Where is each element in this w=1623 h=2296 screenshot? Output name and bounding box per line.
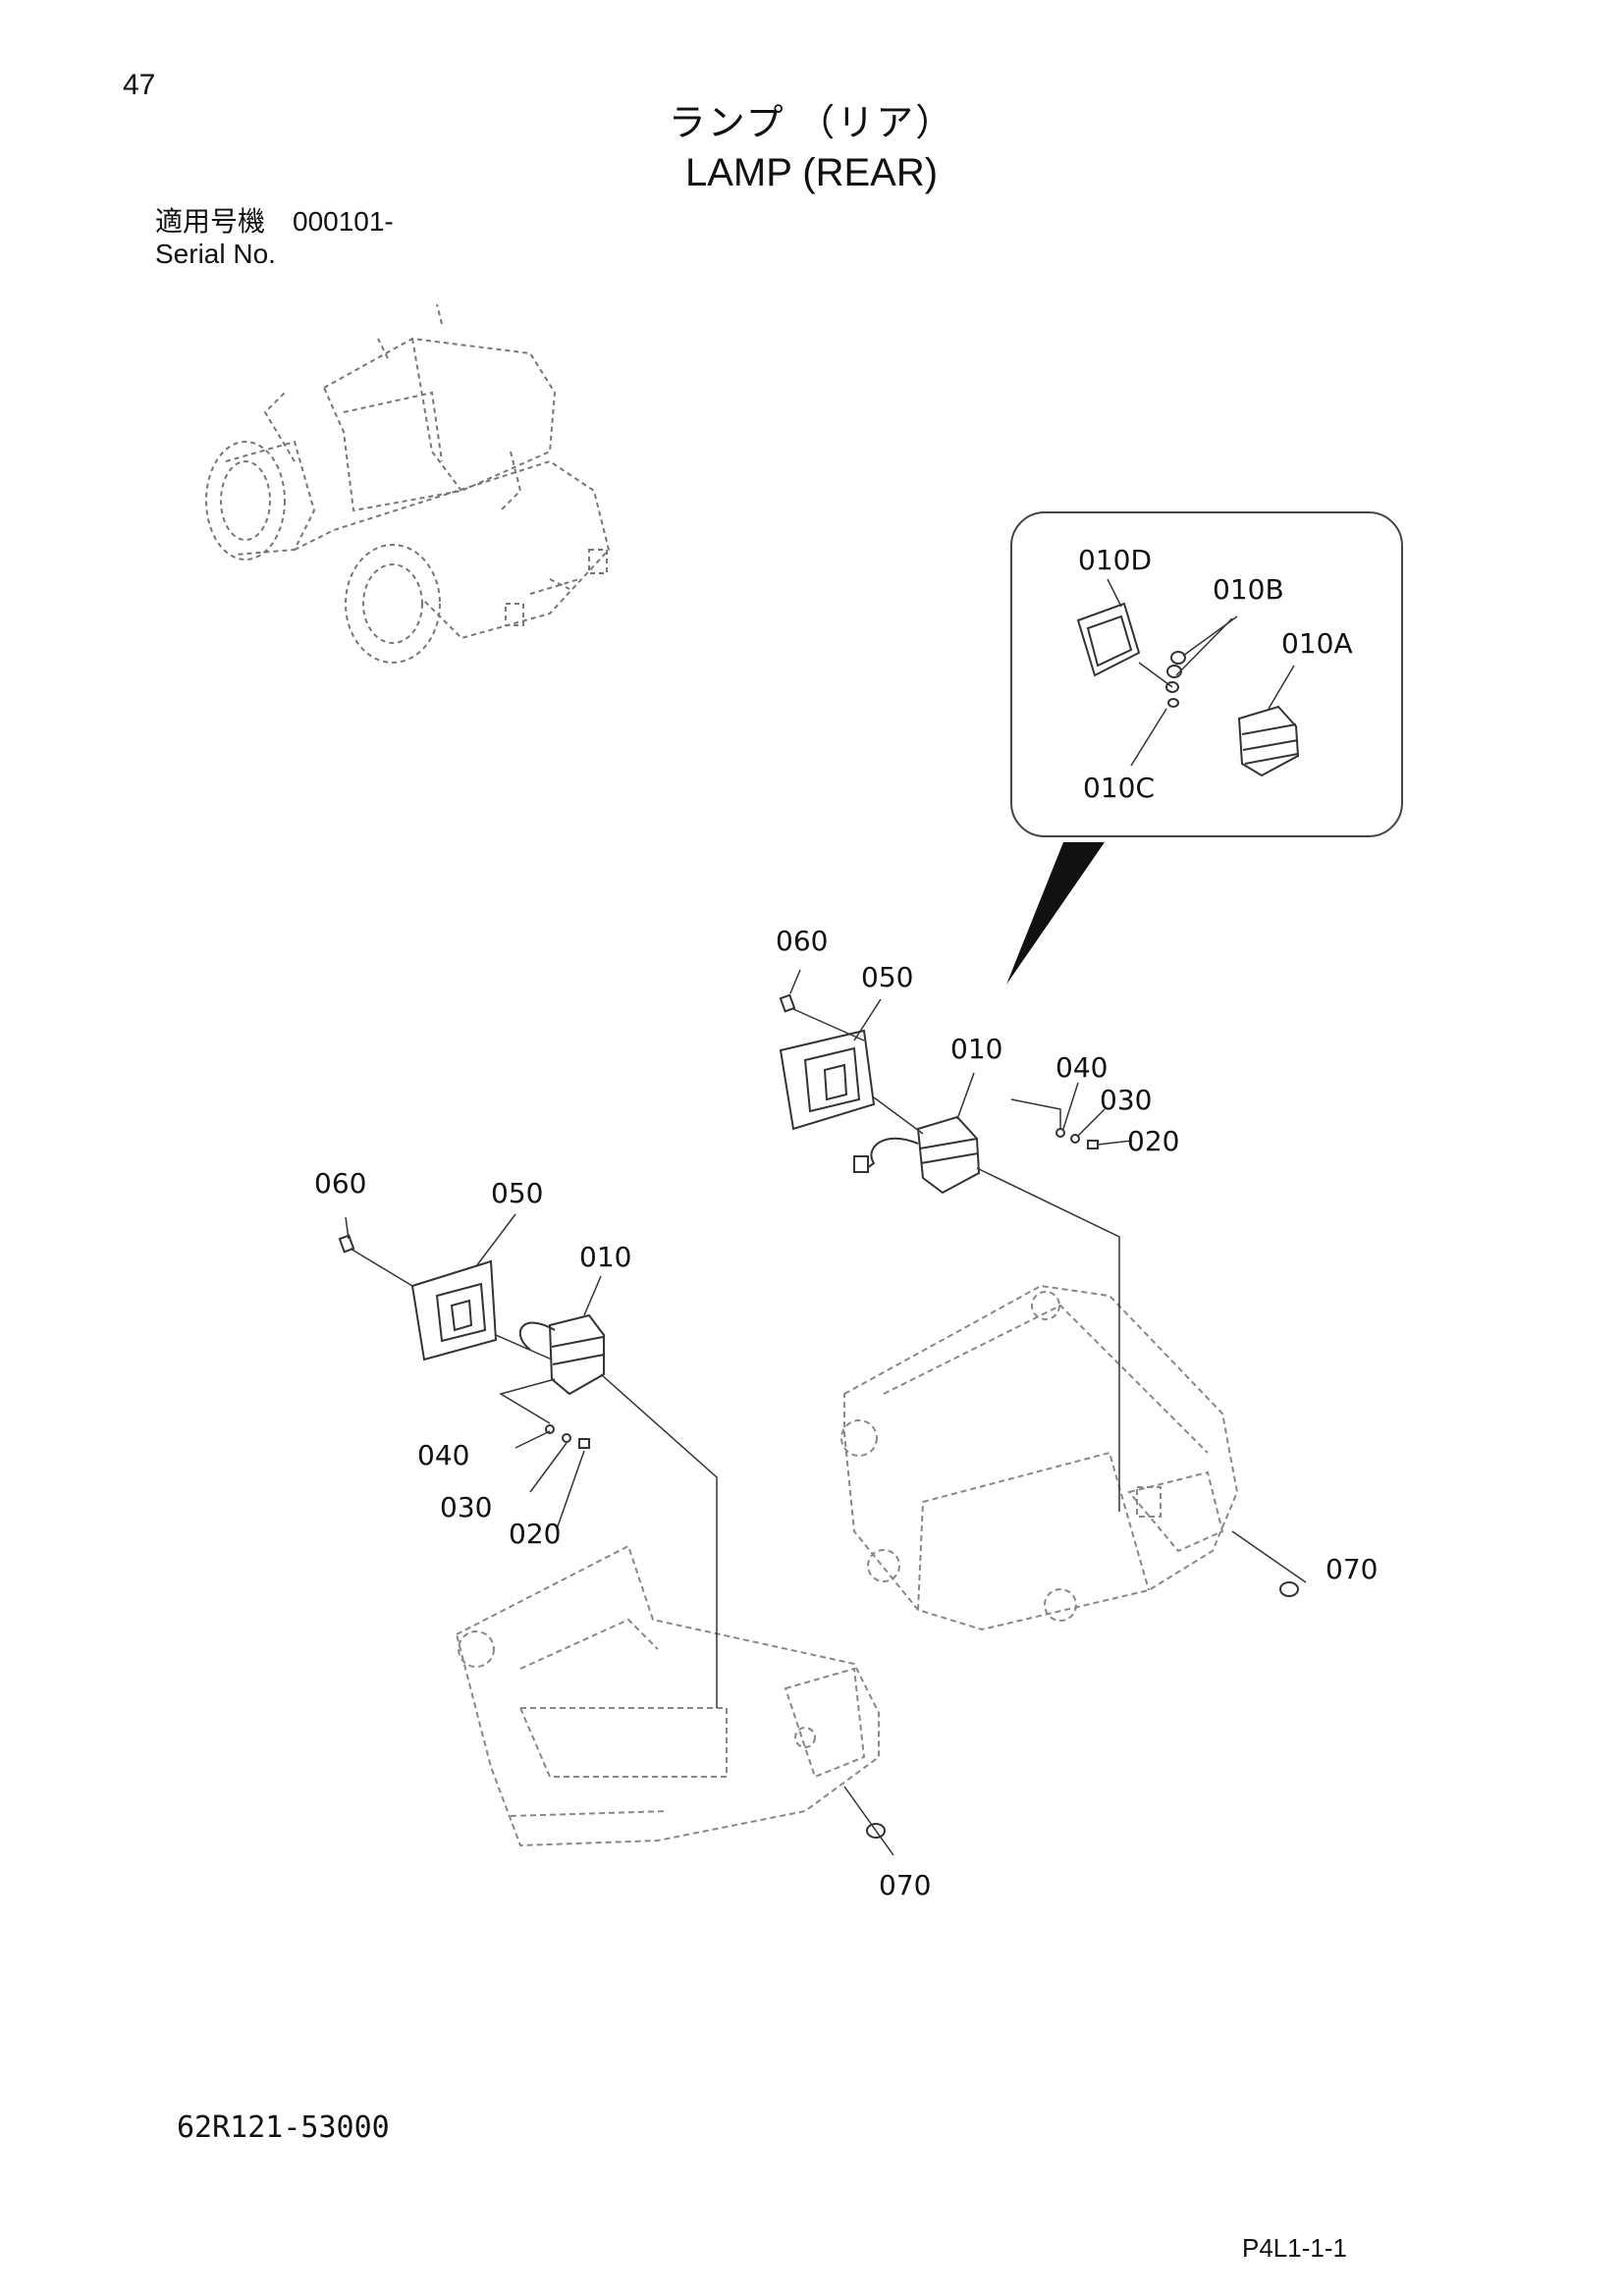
part-code: 62R121-53000 (177, 2110, 390, 2145)
machine-overview-illustration (205, 303, 611, 664)
page-title-japanese: ランプ （リア） (668, 103, 955, 144)
o-rings-070 (866, 1581, 1299, 1839)
label-left-020: 020 (509, 1518, 561, 1550)
label-010d: 010D (1078, 544, 1152, 576)
label-left-050: 050 (491, 1177, 543, 1209)
label-left-070: 070 (879, 1869, 931, 1901)
right-rear-frame (840, 1284, 1239, 1631)
label-right-040: 040 (1055, 1051, 1108, 1084)
lamp-body-010a (1237, 705, 1300, 777)
label-010a: 010A (1281, 627, 1353, 660)
page-number: 47 (123, 69, 156, 101)
label-left-010: 010 (579, 1241, 631, 1273)
serial-label-english: Serial No. (155, 239, 276, 269)
label-left-030: 030 (440, 1491, 492, 1523)
label-right-050: 050 (861, 961, 913, 993)
page-reference: P4L1-1-1 (1242, 2233, 1347, 2263)
label-right-070: 070 (1325, 1553, 1378, 1585)
right-lamp-assembly (779, 993, 1099, 1195)
label-left-060: 060 (314, 1167, 366, 1200)
inset-leader-lines (1107, 578, 1295, 767)
left-rear-frame (455, 1544, 880, 1847)
label-right-020: 020 (1127, 1125, 1179, 1157)
label-010b: 010B (1213, 573, 1284, 606)
serial-label-japanese: 適用号機 000101- (155, 206, 394, 237)
callout-labels: 010D 010B 010A 010C 060 050 010 040 030 … (314, 544, 1378, 1901)
left-lamp-assembly (338, 1234, 605, 1449)
label-left-040: 040 (417, 1439, 469, 1471)
label-right-030: 030 (1100, 1084, 1152, 1116)
page-title-english: LAMP (REAR) (684, 151, 939, 194)
leader-lines (345, 969, 1307, 1856)
label-right-010: 010 (950, 1033, 1002, 1065)
bulbs-010b (1165, 651, 1186, 708)
lamp-lens-010d (1076, 602, 1141, 677)
detail-inset (1006, 511, 1403, 985)
label-right-060: 060 (776, 925, 828, 957)
label-010c: 010C (1083, 772, 1155, 804)
